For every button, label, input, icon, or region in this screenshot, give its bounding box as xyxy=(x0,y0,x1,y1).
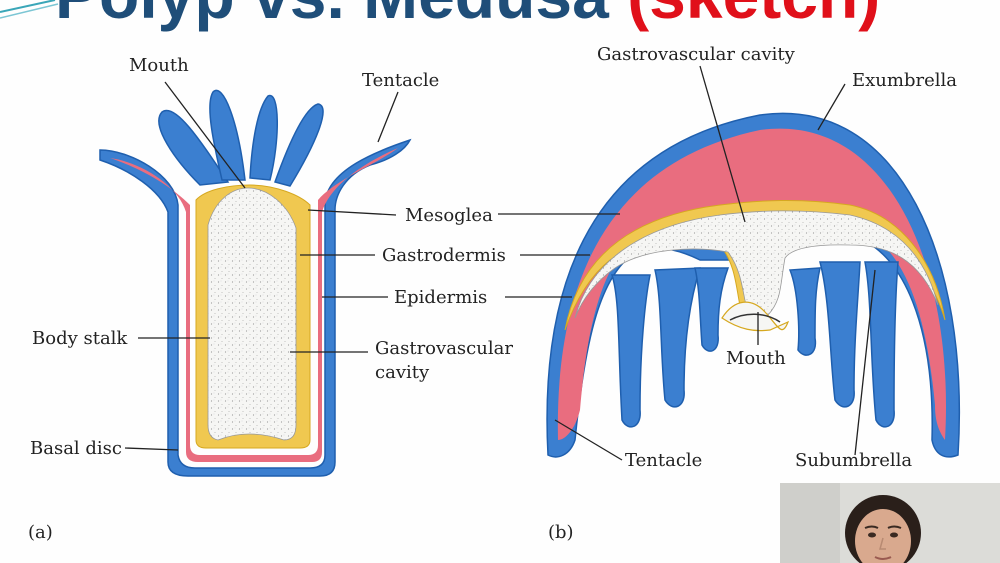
polyp-label-mouth: Mouth xyxy=(129,55,189,76)
medusa-label-mouth: Mouth xyxy=(726,348,786,369)
polyp-tentacles xyxy=(158,89,324,187)
medusa-label-gastrovascular-cavity: Gastrovascular cavity xyxy=(597,44,795,65)
panel-label-a: (a) xyxy=(28,522,53,543)
polyp-label-body-stalk: Body stalk xyxy=(32,328,128,349)
medusa-label-subumbrella: Subumbrella xyxy=(795,450,913,471)
label-epidermis: Epidermis xyxy=(394,287,488,308)
polyp-label-tentacle: Tentacle xyxy=(362,70,440,91)
panel-label-b: (b) xyxy=(548,522,574,543)
slide-title-accent: (sketch) xyxy=(627,0,880,32)
polyp-epidermis xyxy=(99,138,412,477)
polyp-label-gastrovascular-cavity-2: cavity xyxy=(375,362,430,383)
polyp-leader-lines xyxy=(124,81,399,451)
slide-title: Polyp vs. Medusa (sketch) xyxy=(55,0,880,28)
medusa-cavity xyxy=(574,210,939,319)
medusa-leader-lines xyxy=(498,65,876,461)
polyp-label-gastrovascular-cavity-1: Gastrovascular xyxy=(375,338,513,359)
polyp-figure xyxy=(99,89,412,477)
polyp-cavity xyxy=(207,187,297,441)
medusa-label-exumbrella: Exumbrella xyxy=(852,70,957,91)
slide-title-main: Polyp vs. Medusa xyxy=(55,0,627,32)
label-mesoglea: Mesoglea xyxy=(405,205,493,226)
medusa-tentacles xyxy=(610,261,899,428)
presenter-webcam xyxy=(780,483,1000,563)
corner-decoration xyxy=(0,0,59,19)
medusa-figure xyxy=(546,112,961,458)
medusa-label-tentacle: Tentacle xyxy=(625,450,703,471)
label-gastrodermis: Gastrodermis xyxy=(382,245,506,266)
polyp-label-basal-disc: Basal disc xyxy=(30,438,123,459)
presenter-figure xyxy=(780,483,1000,563)
